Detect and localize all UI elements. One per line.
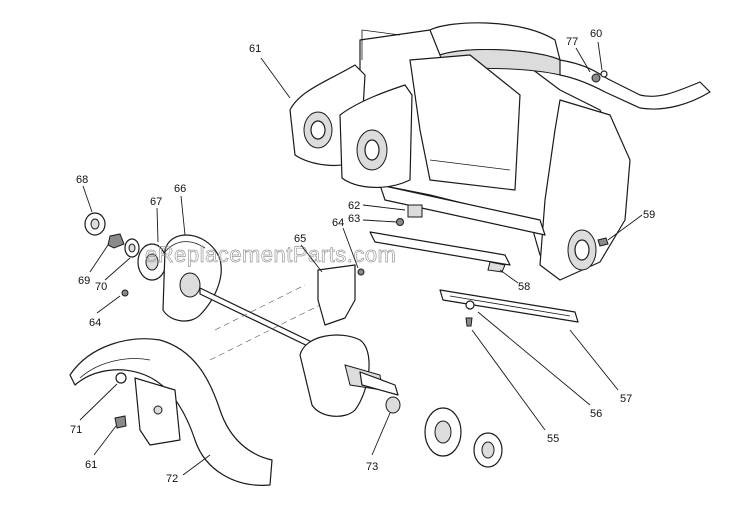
callout-67: 67 <box>150 196 162 208</box>
bracket-plate <box>407 204 423 218</box>
bearing-flange <box>424 407 462 457</box>
callout-69: 69 <box>78 275 90 287</box>
callout-62: 62 <box>348 200 360 212</box>
bolt <box>396 218 404 226</box>
callout-56: 56 <box>590 408 602 420</box>
callout-64: 64 <box>332 217 344 229</box>
callout-77: 77 <box>566 36 578 48</box>
bolt <box>465 317 473 327</box>
bolt <box>121 289 129 297</box>
callout-63: 63 <box>348 213 360 225</box>
center-bracket <box>317 264 356 326</box>
bushing <box>385 396 401 414</box>
scraper-bar <box>369 231 511 273</box>
bearing <box>473 432 503 468</box>
callout-61: 61 <box>249 43 261 55</box>
washer <box>115 372 127 384</box>
auger-flight <box>69 338 273 486</box>
callout-55: 55 <box>547 433 559 445</box>
leader-lines <box>79 41 643 476</box>
callout-73: 73 <box>366 461 378 473</box>
watermark: eReplacementParts.com <box>145 242 396 267</box>
auger-bracket <box>134 377 181 446</box>
bolt <box>114 415 127 429</box>
callout-70: 70 <box>95 281 107 293</box>
callout-64: 64 <box>89 317 101 329</box>
callout-numbers: 61 77 60 68 67 66 62 63 64 59 65 69 70 5… <box>70 28 655 485</box>
washer <box>465 300 475 310</box>
callout-66: 66 <box>174 183 186 195</box>
auger-housing <box>289 22 711 281</box>
callout-61: 61 <box>85 459 97 471</box>
bolt <box>597 237 609 247</box>
callout-58: 58 <box>518 281 530 293</box>
skid-bar <box>439 289 579 323</box>
callout-65: 65 <box>294 233 306 245</box>
bearing-stack <box>84 212 167 297</box>
callout-71: 71 <box>70 424 82 436</box>
callout-59: 59 <box>643 209 655 221</box>
callout-60: 60 <box>590 28 602 40</box>
bolt <box>357 268 365 276</box>
callout-57: 57 <box>620 393 632 405</box>
auger-left <box>162 234 222 322</box>
callout-72: 72 <box>166 473 178 485</box>
callout-68: 68 <box>76 174 88 186</box>
auger-right <box>299 334 399 417</box>
